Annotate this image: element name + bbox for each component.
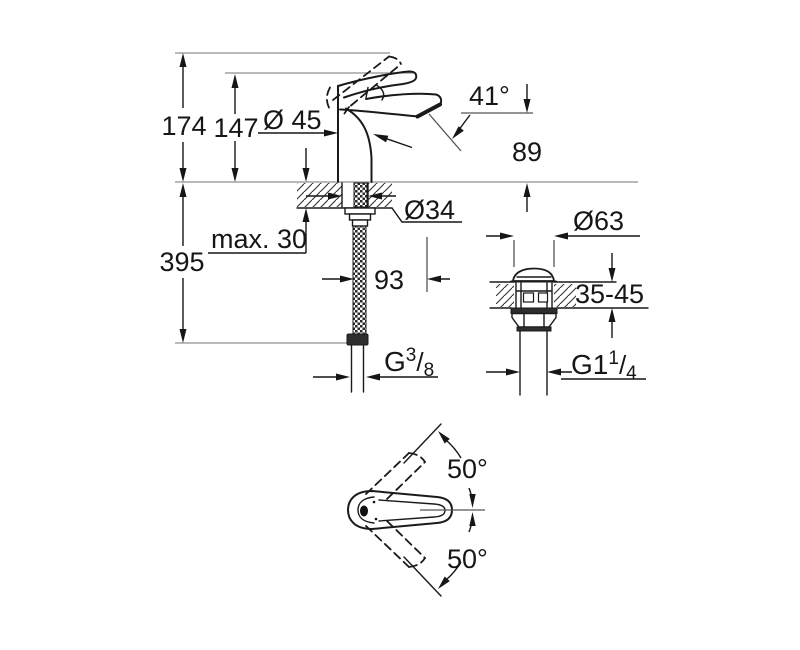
mounting-nut-step1 — [348, 213, 372, 221]
waste-slot-left — [522, 292, 535, 303]
lever-handle — [337, 70, 418, 99]
mounting-nut-step2 — [351, 219, 369, 227]
dim-hose-thread-label: G3/8 — [384, 345, 434, 381]
dim-waste-cap-diameter: Ø63 — [486, 206, 640, 267]
dim-waste-cap-diameter-label: Ø63 — [573, 206, 624, 236]
dim-waste-thread-label: G11/4 — [571, 348, 637, 384]
waste-tailpipe — [519, 330, 548, 396]
swivel-line-upper — [403, 423, 442, 464]
waste-deck-hatch-left — [496, 284, 514, 307]
dim-waste-clamping-label: 35-45 — [575, 279, 644, 309]
dim-hose-thread: G3/8 — [313, 345, 438, 381]
handle-dot-bottom — [374, 517, 378, 521]
braided-hose — [352, 225, 367, 335]
pop-up-waste — [489, 267, 649, 396]
swivel-line-lower — [403, 556, 442, 597]
handle-dot-top — [372, 500, 376, 504]
waste-tail-shoulder — [516, 326, 552, 332]
waste-slot-right — [537, 292, 549, 303]
handle-swung-dashed — [365, 452, 426, 568]
dim-aerator-angle-label: 41° — [469, 81, 510, 111]
handle-outline — [347, 490, 453, 530]
waste-deck-hatch-right — [554, 284, 576, 307]
faucet-front-view — [325, 55, 462, 183]
dim-body-diameter: Ø 45 — [258, 105, 413, 149]
dim-spout-height-label: 89 — [512, 137, 542, 167]
lever-raised-dashed — [325, 55, 402, 117]
dim-swivel-lower: 50° — [438, 512, 488, 589]
dim-body-height-label: 147 — [213, 113, 258, 143]
dim-spout-height: 89 — [512, 84, 542, 212]
dim-hole-diameter-label: Ø34 — [404, 195, 455, 225]
aerator-face — [415, 102, 442, 119]
dim-spout-reach: 93 — [322, 265, 450, 295]
dim-waste-thread: G11/4 — [486, 348, 646, 384]
waste-cap-dome — [511, 267, 556, 282]
threaded-shank — [353, 182, 368, 208]
waste-locknut-facets — [523, 312, 545, 328]
dim-deck-thickness: max. 30 — [208, 148, 310, 254]
handle-top-view — [347, 423, 485, 597]
dim-waste-clamping-range: 35-45 — [575, 253, 644, 338]
dim-hole-diameter: Ø34 — [306, 192, 462, 225]
hose-connector-nut — [346, 333, 369, 346]
reference-lines — [175, 52, 638, 344]
waste-locknut — [511, 312, 557, 328]
handle-outlet-mark — [360, 505, 368, 517]
dim-aerator-angle: 41° — [452, 81, 510, 139]
dim-below-deck-label: 395 — [159, 247, 204, 277]
dim-body-height: 147 — [213, 74, 259, 182]
lever-base-curve — [376, 84, 385, 101]
dim-spout-reach-label: 93 — [374, 265, 404, 295]
dim-swivel-upper: 50° — [438, 431, 488, 508]
mounting-plate — [344, 207, 376, 215]
supply-hose-assembly — [341, 182, 376, 393]
dim-swivel-upper-label: 50° — [447, 454, 488, 484]
handle-inner-cap — [357, 496, 375, 524]
dim-swivel-lower-label: 50° — [447, 544, 488, 574]
dim-deck-thickness-label: max. 30 — [211, 224, 307, 254]
aerator-angle-line — [428, 113, 462, 152]
spout-top-edge — [365, 92, 443, 106]
waste-body-in-deck — [515, 282, 553, 309]
dim-below-deck-length: 395 — [159, 183, 205, 343]
dim-total-height-label: 174 — [161, 111, 206, 141]
dim-total-height: 174 — [161, 53, 207, 182]
body-right-sweep — [345, 107, 373, 183]
waste-flange — [510, 307, 558, 314]
dim-body-diameter-label: Ø 45 — [263, 105, 322, 135]
